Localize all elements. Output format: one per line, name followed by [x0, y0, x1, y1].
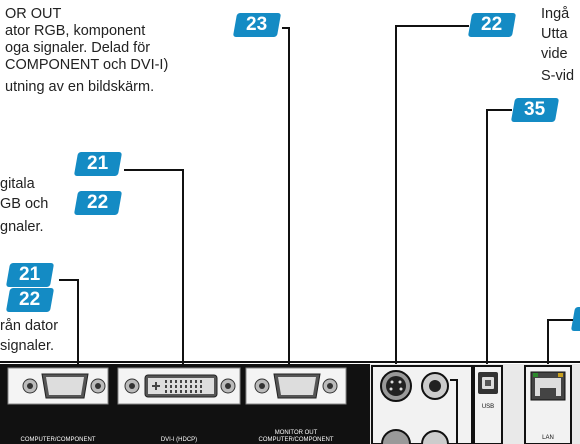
dvi-line: gnaler. [0, 219, 44, 235]
leader-line-lan [547, 319, 573, 370]
dvi-port [124, 374, 236, 398]
monitor-out-line: oga signaler. Delad för [5, 40, 151, 56]
leader-line-usb [486, 109, 512, 370]
port-label-usb: USB [481, 404, 495, 410]
dvi-line: GB och [0, 196, 49, 212]
svideo-line: S-vid [541, 68, 575, 84]
port-label-lan: LAN [542, 435, 554, 441]
monitor-out-line: utning av en bildskärm. [5, 79, 155, 95]
vga-port-computer [22, 373, 106, 399]
leader-line-svideo [395, 25, 469, 370]
svideo-line: Ingå [541, 6, 570, 22]
video-rca-port [421, 372, 458, 444]
monitor-out-line: ator RGB, komponent [5, 23, 146, 39]
leader-line-monitor-out [282, 27, 290, 378]
leader-line-dvi [124, 169, 184, 378]
port-label-monitor-out: MONITOR OUT [274, 430, 318, 436]
vga-port-monitor-out [254, 373, 338, 399]
svideo-line: Utta [541, 26, 568, 42]
leader-line-computer [59, 279, 79, 378]
port-label-dvi: DVI-I (HDCP) [160, 437, 198, 443]
usb-port [478, 372, 498, 394]
dvi-line: gitala [0, 176, 35, 192]
port-label-monitor-out-sub: COMPUTER/COMPONENT [258, 437, 334, 443]
svideo-port [380, 370, 412, 444]
computer-line: rån dator [0, 318, 59, 334]
lan-port [530, 371, 566, 401]
monitor-out-line: COMPONENT och DVI-I) [5, 57, 169, 73]
monitor-out-heading: OR OUT [5, 6, 62, 22]
computer-line: signaler. [0, 338, 55, 354]
svideo-line: vide [541, 46, 568, 62]
port-label-computer-component: COMPUTER/COMPONENT [20, 437, 96, 443]
